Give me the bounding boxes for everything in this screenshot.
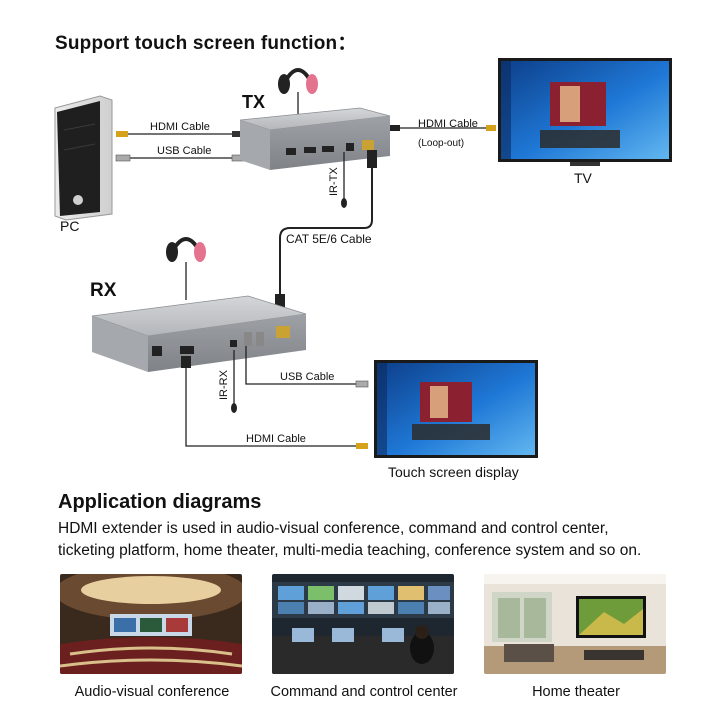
ir-rx-cable [231, 350, 237, 413]
connection-diagram [54, 58, 672, 458]
touch-display-label: Touch screen display [388, 464, 519, 480]
hdmi-cable-pc-label: HDMI Cable [150, 121, 210, 133]
pc-label: PC [60, 218, 80, 234]
hdmi-cable-rx-label: HDMI Cable [246, 433, 306, 445]
loop-out-label: (Loop-out) [418, 138, 465, 149]
description-line-1: HDMI extender is used in audio-visual co… [58, 520, 609, 537]
description-line-2: ticketing platform, home theater, multi-… [58, 542, 642, 559]
hdmi-cable-tv-label: HDMI Cable [418, 118, 478, 130]
tv-label: TV [574, 170, 592, 186]
caption-home-theater: Home theater [532, 684, 620, 700]
conference-photo [60, 574, 242, 674]
rx-hdmi-cable [181, 356, 368, 449]
caption-audio-visual-conference: Audio-visual conference [74, 684, 230, 700]
rx-device [91, 295, 307, 372]
tx-device [239, 107, 391, 170]
ir-tx-label: IR-TX [328, 167, 340, 196]
usb-cable-pc-label: USB Cable [157, 145, 212, 157]
home-theater-photo [484, 574, 666, 674]
rx-headphones-icon [166, 237, 206, 300]
page-title: Support touch screen function： [55, 33, 357, 54]
tv-hdmi-cable [390, 125, 496, 131]
touch-screen-display [374, 360, 538, 458]
pc-tower-icon [54, 95, 113, 221]
pc-usb-cable [115, 154, 245, 162]
ir-rx-label: IR-RX [218, 370, 230, 400]
control-center-photo [272, 574, 454, 674]
application-title: Application diagrams [58, 491, 262, 513]
cat-cable-label: CAT 5E/6 Cable [286, 232, 372, 246]
usb-cable-rx-label: USB Cable [280, 371, 335, 383]
tx-headphones-icon [278, 68, 318, 118]
tx-label: TX [242, 92, 266, 112]
rx-usb-cable [245, 346, 369, 388]
rx-label: RX [90, 280, 117, 301]
ir-tx-cable [341, 152, 347, 208]
application-description: HDMI extender is used in audio-visual co… [58, 518, 698, 562]
caption-command-control-center: Command and control center [270, 684, 458, 700]
pc-hdmi-cable [116, 131, 242, 137]
tv-screen [498, 58, 672, 166]
